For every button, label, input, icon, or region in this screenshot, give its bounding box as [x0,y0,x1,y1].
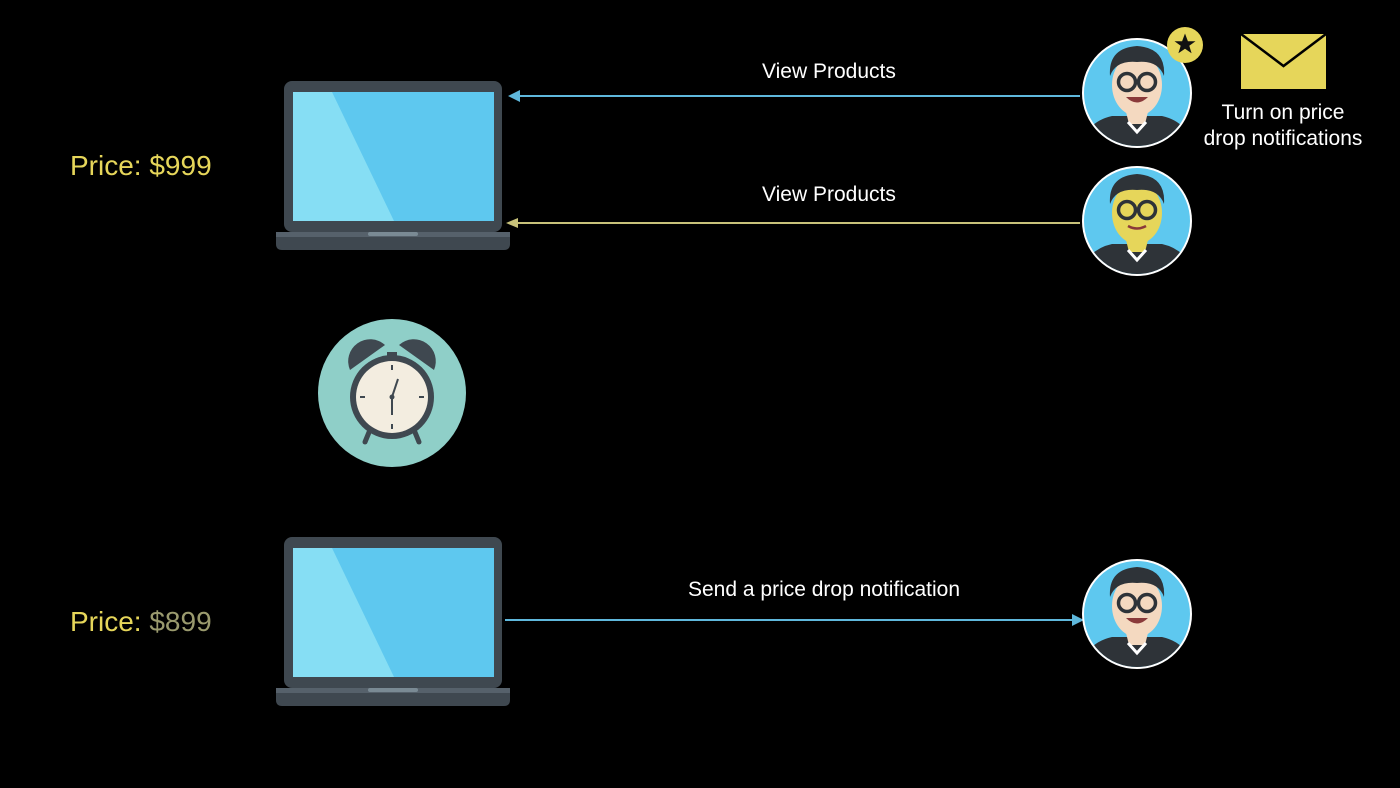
laptop-icon [276,537,510,706]
envelope-icon [1240,33,1327,89]
notify-label-line1: Turn on price [1221,101,1345,124]
top-price: Price: $999 [70,150,212,182]
user-avatar-icon [1082,559,1192,669]
bottom-price-label: Price: [70,606,142,637]
notify-label-line2: drop notifications [1203,127,1363,150]
arrow-send-notification [505,614,1084,626]
notify-label: Turn on price drop notifications [1183,100,1383,152]
star-badge-icon [1167,27,1203,63]
laptop-icon [276,81,510,250]
arrow-label-view-products-1: View Products [762,60,896,83]
user-avatar-icon [1082,38,1192,148]
user-avatar-icon [1082,166,1192,276]
arrow-view-products-2 [506,218,1080,228]
arrow-label-view-products-2: View Products [762,183,896,206]
arrow-view-products-1 [508,90,1080,102]
bottom-price-value: $899 [149,606,212,637]
top-price-value: $999 [149,150,212,181]
bottom-price: Price: $899 [70,606,212,638]
top-price-label: Price: [70,150,142,181]
arrow-label-send-notification: Send a price drop notification [688,578,961,601]
alarm-clock-icon [318,319,466,467]
